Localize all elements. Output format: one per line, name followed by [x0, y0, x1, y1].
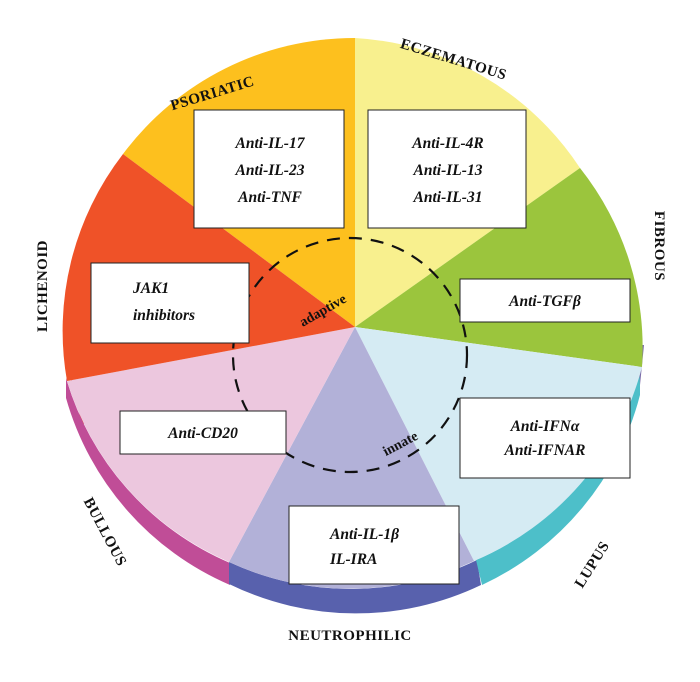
rim-neutrophilic	[229, 560, 481, 614]
therapy-box-lupus: Anti-IFNα Anti-IFNAR	[459, 397, 631, 479]
therapy-box-bullous: Anti-CD20	[119, 410, 287, 455]
therapy-lupus-1: Anti-IFNα	[510, 418, 580, 435]
therapy-bullous-1: Anti-CD20	[167, 425, 238, 442]
therapy-fibrous-1: Anti-TGFβ	[508, 293, 581, 310]
therapy-neutrophilic-1: Anti-IL-1β	[329, 526, 399, 543]
category-lichenoid: LICHENOID	[35, 240, 51, 332]
therapy-psoriatic-3: Anti-TNF	[237, 189, 302, 206]
category-bullous: BULLOUS	[80, 495, 129, 569]
therapy-psoriatic-2: Anti-IL-23	[235, 162, 305, 179]
therapy-box-lichenoid: JAK1 inhibitors	[90, 262, 250, 344]
therapy-eczematous-3: Anti-IL-31	[413, 189, 483, 206]
therapy-neutrophilic-2: IL-IRA	[329, 551, 377, 568]
therapy-lichenoid-1: JAK1	[132, 280, 169, 297]
therapy-psoriatic-1: Anti-IL-17	[235, 135, 306, 152]
therapy-box-fibrous: Anti-TGFβ	[459, 278, 631, 323]
category-fibrous: FIBROUS	[651, 211, 667, 281]
therapy-eczematous-2: Anti-IL-13	[413, 162, 483, 179]
therapy-eczematous-1: Anti-IL-4R	[411, 135, 483, 152]
rim-lupus	[476, 370, 640, 585]
therapy-lichenoid-2: inhibitors	[133, 307, 195, 324]
therapy-box-eczematous: Anti-IL-4R Anti-IL-13 Anti-IL-31	[367, 109, 527, 229]
category-neutrophilic: NEUTROPHILIC	[288, 628, 412, 644]
therapy-box-neutrophilic: Anti-IL-1β IL-IRA	[288, 505, 460, 585]
rim-bullous	[66, 378, 230, 585]
therapy-lupus-2: Anti-IFNAR	[504, 442, 586, 459]
therapy-box-psoriatic: Anti-IL-17 Anti-IL-23 Anti-TNF	[193, 109, 345, 229]
category-lupus: LUPUS	[572, 539, 613, 591]
center-dashed-circle	[231, 236, 469, 474]
